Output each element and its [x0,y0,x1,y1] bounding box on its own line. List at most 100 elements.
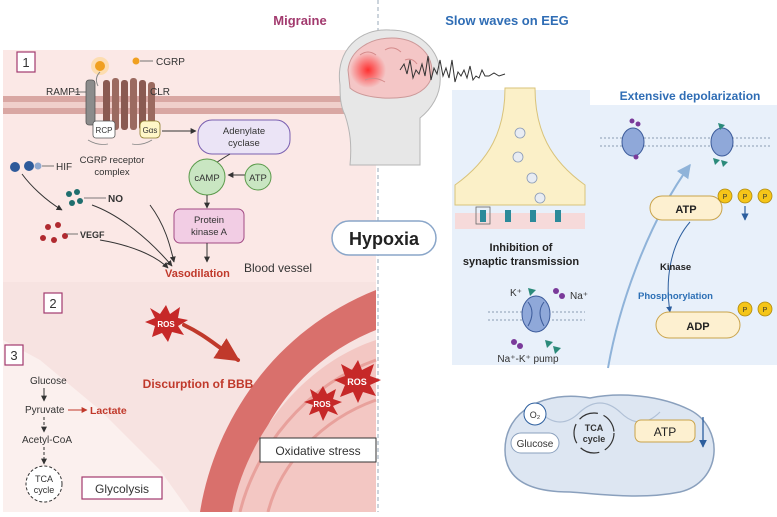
heading-depolarization: Extensive depolarization [620,89,761,103]
svg-text:cyclase: cyclase [228,138,260,149]
svg-text:Protein: Protein [194,215,224,226]
tca-cycle-icon-mito: TCA cycle [573,412,615,454]
label-phosphorylation: Phosphorylation [638,291,713,302]
label-na-ion: Na⁺ [570,291,588,302]
adp-energy-box: ADP [655,311,741,339]
svg-text:O₂: O₂ [530,410,541,420]
heading-eeg: Slow waves on EEG [445,13,569,28]
tca-cycle-icon-panel3: TCA cycle [25,465,63,503]
svg-text:Hypoxia: Hypoxia [349,229,420,249]
label-blood-vessel: Blood vessel [244,261,312,275]
label-ramp1: RAMP1 [46,87,81,98]
ros-burst-icon-3: ROS [304,386,342,421]
svg-text:cycle: cycle [583,434,606,444]
label-inhibition-line1: Inhibition of [490,242,553,254]
arrow-no-to-vasodilation [91,204,173,267]
label-kinase: Kinase [660,262,691,273]
hypoxia-badge: Hypoxia [331,220,437,256]
svg-text:2: 2 [49,296,56,311]
label-inhibition-line2: synaptic transmission [463,256,579,268]
svg-text:ATP: ATP [249,173,267,184]
adp-phosphate-icons: P P [737,301,773,317]
na-k-pump-icon [521,295,551,333]
eeg-wave [399,55,506,83]
svg-text:Glycolysis: Glycolysis [95,482,149,496]
heading-migraine: Migraine [273,13,326,28]
camp-circle: cAMP [188,158,226,196]
label-vegf: VEGF [80,230,105,240]
svg-text:RCP: RCP [96,126,113,135]
label-pump: Na⁺-K⁺ pump [497,354,559,365]
g-alpha-s-icon: Gαs [139,120,161,139]
svg-text:ROS: ROS [347,377,367,387]
atp-energy-box: ATP [649,195,723,221]
ramp1-receptor-icon [85,79,96,126]
ros-attack-arrow [182,323,241,362]
svg-text:Adenylate: Adenylate [223,126,265,137]
svg-text:P: P [743,307,748,314]
glycolysis-box: Glycolysis [81,476,163,500]
svg-text:P: P [743,194,748,201]
svg-text:3: 3 [10,348,17,363]
label-bbb: Discurption of BBB [143,377,254,391]
ros-burst-icon-2: ROS [334,360,381,403]
svg-text:ATP: ATP [654,425,676,439]
mito-glucose-pill: Glucose [510,432,560,454]
clr-receptor-icon [103,78,155,130]
hif-molecule-icon [10,161,42,172]
svg-text:Glucose: Glucose [517,439,554,450]
label-clr: CLR [150,87,170,98]
ion-channel-icon-1 [621,118,645,160]
svg-text:ATP: ATP [675,204,696,216]
svg-text:P: P [763,307,768,314]
label-pyruvate: Pyruvate [25,405,65,416]
svg-text:ROS: ROS [157,320,175,329]
vegf-molecule-icon [40,222,68,243]
atp-phosphate-icons: P P P [717,188,773,204]
k-ion-icon [528,288,536,296]
label-hif: HIF [56,162,72,173]
label-vasodilation: Vasodilation [165,268,230,280]
label-complex-line1: CGRP receptor [80,155,145,166]
svg-text:cAMP: cAMP [194,173,219,184]
head-silhouette-icon [338,29,441,166]
adenylate-cyclase-box: Adenylate cyclase [197,119,291,155]
arrow-center-to-vasodilation [149,204,176,263]
no-molecule-icon [66,189,83,206]
cgrp-ligand-icon [91,57,140,87]
depolarization-arrow [607,163,691,369]
complex-bracket [87,139,153,145]
svg-text:Oxidative stress: Oxidative stress [275,444,360,458]
oxidative-stress-box: Oxidative stress [259,437,377,463]
panel-number-1: 1 [16,51,36,73]
ros-burst-icon-1: ROS [145,305,188,342]
label-k-ion: K⁺ [510,288,522,299]
svg-text:cycle: cycle [34,485,55,495]
label-glucose-panel3: Glucose [30,376,67,387]
arrow-vegf-to-vasodilation [99,239,169,269]
svg-text:P: P [763,194,768,201]
label-complex-line2: complex [94,167,130,178]
rcp-protein-icon: RCP [92,120,116,139]
atp-circle-panel1: ATP [244,163,272,191]
svg-text:kinase A: kinase A [191,227,228,238]
ion-channel-icon-2 [710,123,734,167]
svg-text:Gαs: Gαs [143,126,158,135]
mito-atp-box: ATP [634,419,696,443]
protein-kinase-a-box: Protein kinase A [173,208,245,244]
o2-circle: O₂ [523,402,547,426]
arrow-hif-to-no [21,173,63,211]
svg-text:TCA: TCA [35,474,53,484]
na-ion-icon [553,288,565,299]
svg-text:ROS: ROS [313,400,331,409]
phosphorylation-arrow [666,221,691,313]
label-no: NO [108,194,123,205]
panel-number-3: 3 [4,344,24,366]
ions-below-pump [511,339,561,354]
svg-text:P: P [723,194,728,201]
label-cgrp: CGRP [156,57,185,68]
neuron-terminal-icon [454,87,586,229]
svg-text:ADP: ADP [686,321,709,333]
